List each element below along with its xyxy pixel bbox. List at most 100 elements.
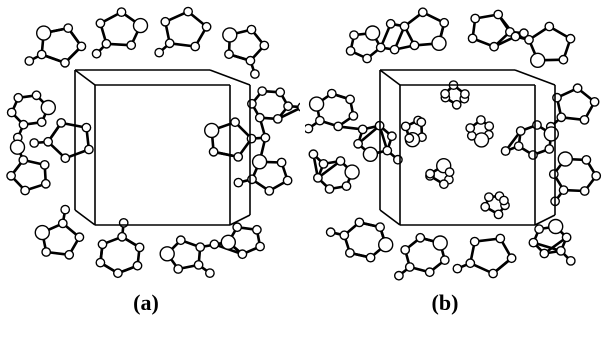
atom xyxy=(353,138,363,149)
atom xyxy=(354,217,365,228)
atom xyxy=(259,40,270,51)
atom xyxy=(64,249,75,260)
atom xyxy=(465,258,476,269)
atom xyxy=(201,21,212,32)
atom xyxy=(345,247,355,258)
atom xyxy=(251,224,262,235)
atom xyxy=(195,242,206,253)
atom xyxy=(518,28,529,39)
atom xyxy=(36,25,52,41)
atom xyxy=(29,138,40,148)
atom xyxy=(558,54,569,65)
atom xyxy=(193,259,204,270)
atom xyxy=(297,102,300,112)
cell-edge xyxy=(74,69,96,86)
atom xyxy=(326,88,337,99)
atom xyxy=(389,44,400,55)
atom xyxy=(246,133,257,144)
atom xyxy=(431,35,447,51)
atom xyxy=(173,264,184,274)
atom xyxy=(305,123,314,134)
atom xyxy=(439,17,450,28)
atom xyxy=(459,89,470,99)
atom xyxy=(36,117,47,128)
atom xyxy=(13,92,24,103)
atom xyxy=(335,156,346,166)
atom xyxy=(493,9,504,20)
atom xyxy=(394,270,404,281)
atom xyxy=(237,249,248,260)
atom xyxy=(254,112,265,123)
atom xyxy=(308,96,325,112)
atom xyxy=(333,121,344,132)
atom xyxy=(344,164,360,180)
atom xyxy=(409,40,420,51)
atom xyxy=(308,149,319,160)
atom xyxy=(118,217,129,228)
atom xyxy=(488,268,499,279)
atom xyxy=(591,170,602,181)
atom xyxy=(357,124,368,135)
atom xyxy=(475,115,486,125)
atom xyxy=(452,263,463,274)
atom xyxy=(498,195,509,206)
atom xyxy=(175,235,186,246)
atom xyxy=(377,236,394,253)
atom xyxy=(345,46,356,56)
cell-edge xyxy=(229,214,251,226)
atom xyxy=(31,90,42,101)
cell-edge xyxy=(379,209,401,226)
atom xyxy=(579,186,590,196)
atom xyxy=(220,234,237,251)
atom xyxy=(387,131,397,142)
atom xyxy=(101,38,112,49)
atom xyxy=(484,121,495,132)
atom xyxy=(208,146,219,157)
atom xyxy=(432,235,448,251)
atom xyxy=(417,7,428,18)
atom xyxy=(60,57,70,68)
atom xyxy=(393,154,403,165)
atom xyxy=(572,83,583,94)
atom xyxy=(190,41,201,52)
atom xyxy=(57,218,68,229)
atom xyxy=(528,237,539,248)
atom xyxy=(375,42,386,53)
atom xyxy=(438,179,449,190)
atom xyxy=(547,218,564,235)
atom xyxy=(532,120,542,130)
atom xyxy=(60,153,71,164)
atom xyxy=(40,178,51,189)
atom xyxy=(160,16,171,27)
atom xyxy=(24,56,35,66)
unit-cell xyxy=(74,69,251,226)
atom xyxy=(339,230,350,241)
atom xyxy=(117,231,128,242)
atom xyxy=(565,255,576,266)
atom xyxy=(233,151,244,162)
atom xyxy=(264,185,275,196)
atom xyxy=(399,21,410,32)
atom xyxy=(404,262,415,272)
atom xyxy=(400,121,411,132)
atom xyxy=(364,25,381,41)
atom xyxy=(18,119,29,130)
molecular-structure-a xyxy=(6,6,300,279)
atom xyxy=(579,115,590,125)
atom xyxy=(400,244,411,255)
atom xyxy=(232,222,243,233)
atom xyxy=(132,17,149,34)
atom xyxy=(56,118,67,128)
atom xyxy=(95,18,106,29)
atom xyxy=(283,101,293,112)
atom xyxy=(95,257,106,268)
panel-b xyxy=(305,0,605,285)
atom xyxy=(556,112,567,123)
atom xyxy=(424,267,435,278)
atom xyxy=(6,107,17,118)
atoms xyxy=(305,7,602,281)
atom xyxy=(9,139,26,155)
cell-edge xyxy=(379,69,401,86)
atom xyxy=(91,48,102,59)
atom xyxy=(247,174,257,185)
